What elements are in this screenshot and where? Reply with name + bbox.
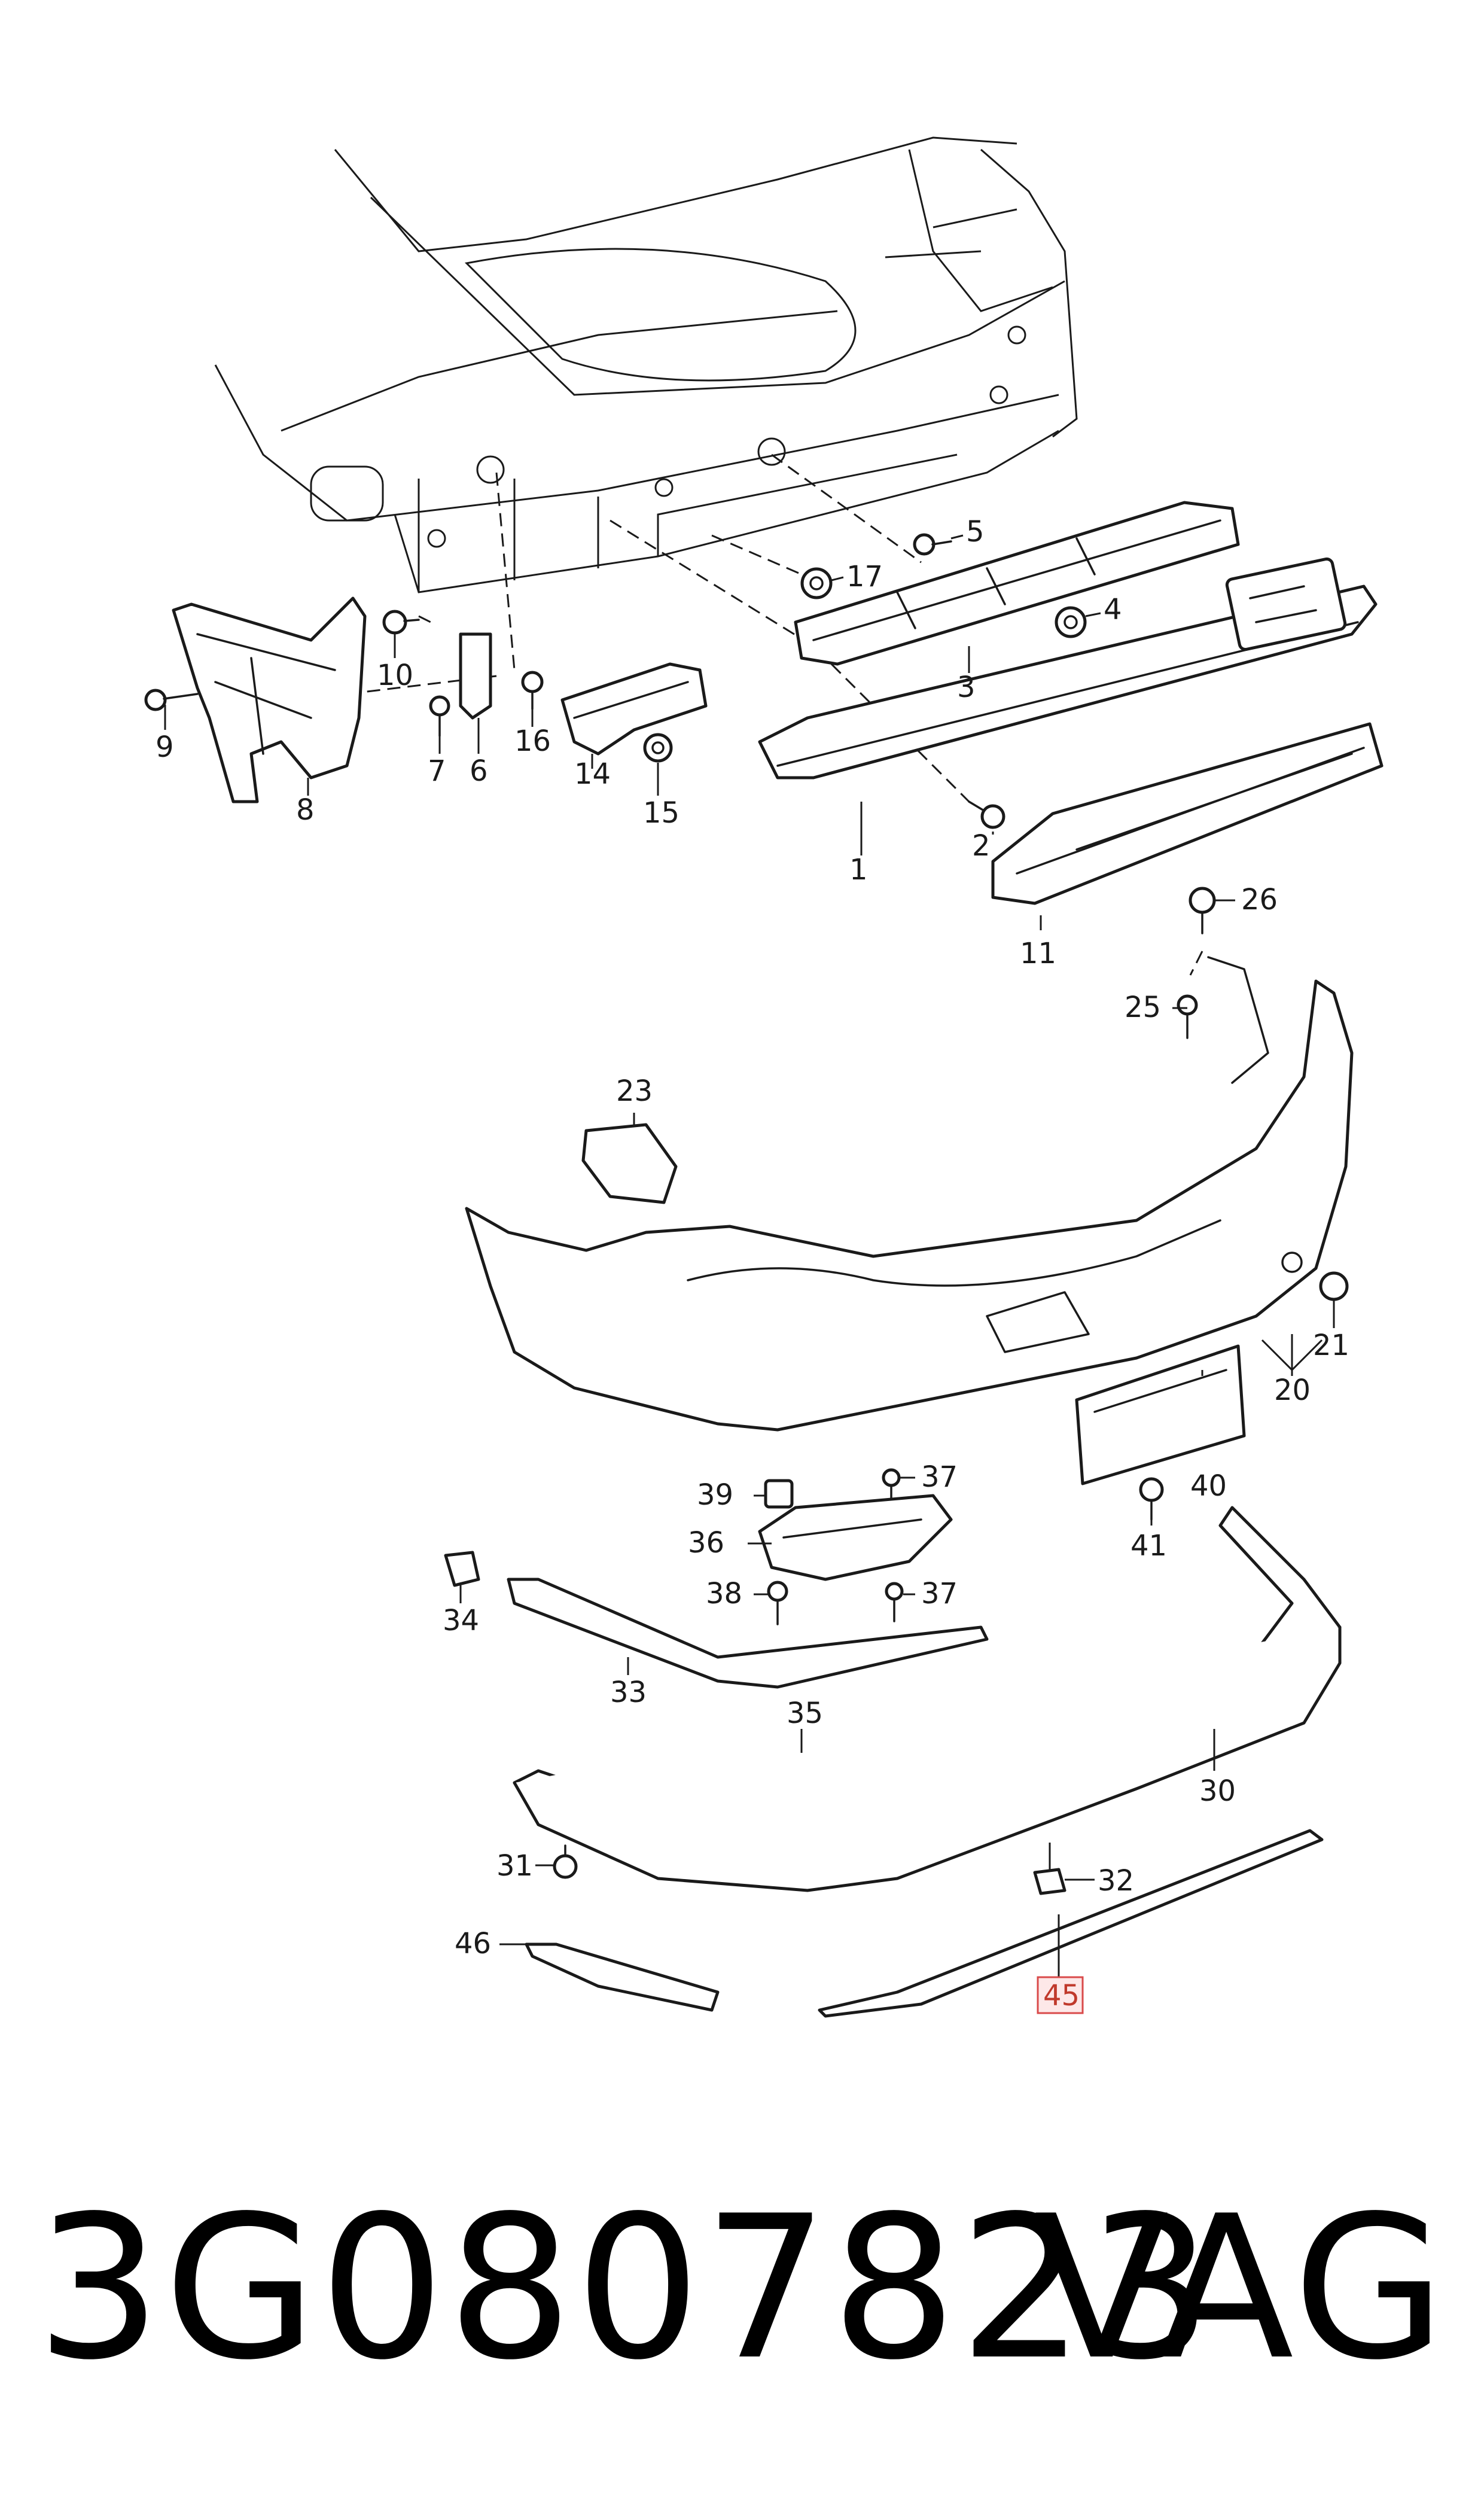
callout-45-highlight (1037, 1976, 1084, 2014)
callout-9: 9 (156, 730, 174, 764)
nut-4 (1055, 606, 1087, 638)
callout-45: 45 (1043, 1979, 1080, 2012)
callout-32: 32 (1098, 1864, 1134, 1898)
part-number: 3G0807823 (36, 2173, 1215, 2403)
part-45-moulding (818, 1829, 1324, 2018)
cap-21 (1319, 1271, 1349, 1301)
callout-15: 15 (643, 796, 679, 830)
callout-2: 2 (972, 829, 991, 863)
callout-1: 1 (849, 853, 868, 887)
callout-34: 34 (443, 1604, 479, 1637)
callout-16: 16 (514, 724, 551, 758)
diagram-canvas: 1 2 3 4 5 6 7 8 9 10 11 14 15 16 17 20 2… (144, 136, 1384, 2018)
callout-37-lower: 37 (921, 1577, 958, 1610)
part-46-trim-piece (525, 1942, 720, 2012)
bolt-16 (521, 671, 544, 710)
part-30-lower-valance (513, 1506, 1342, 1892)
vehicle-rear-body (214, 136, 1078, 593)
callout-21: 21 (1313, 1329, 1349, 1362)
callout-33: 33 (610, 1676, 647, 1709)
callout-4: 4 (1104, 593, 1122, 626)
callout-11: 11 (1020, 937, 1056, 970)
callout-14: 14 (574, 757, 611, 791)
bolt-2 (968, 800, 1005, 829)
callout-17: 17 (846, 560, 883, 593)
callout-labels: 1 2 3 4 5 6 7 8 9 10 11 14 15 16 17 20 2… (156, 515, 1349, 2014)
callout-26: 26 (1241, 883, 1278, 917)
bolt-5 (913, 533, 952, 556)
callout-6: 6 (470, 754, 488, 788)
callout-5: 5 (966, 515, 985, 549)
callout-8: 8 (296, 793, 315, 827)
screw-37-lower (885, 1582, 904, 1622)
part-8-left-bracket (172, 596, 367, 803)
clip-41 (1139, 1477, 1164, 1521)
bolt-9 (144, 689, 199, 711)
part-1-reinforcement-beam (758, 557, 1378, 780)
leader-lines (164, 534, 1335, 1977)
callout-30: 30 (1199, 1774, 1236, 1808)
brand-name: VAG (1034, 2173, 1448, 2403)
callout-20: 20 (1274, 1374, 1311, 1407)
part-33-trim-strip (507, 1578, 989, 1689)
callout-40: 40 (1190, 1469, 1227, 1503)
callout-35: 35 (787, 1697, 823, 1730)
callout-46: 46 (455, 1927, 491, 1960)
callout-10: 10 (377, 659, 413, 692)
callout-39: 39 (697, 1478, 733, 1512)
callout-36: 36 (688, 1526, 724, 1560)
clip-34 (444, 1551, 480, 1587)
callout-38: 38 (706, 1577, 742, 1610)
clip-39 (764, 1479, 794, 1509)
part-11-lower-absorber (991, 722, 1384, 905)
clip-32 (1033, 1868, 1066, 1895)
part-14-guide-bracket (560, 662, 708, 756)
callout-23: 23 (616, 1074, 653, 1108)
part-20-bumper-cover (465, 956, 1354, 1432)
grommet-17 (800, 567, 833, 599)
part-6-vertical-bracket (459, 632, 492, 720)
fasteners (144, 533, 1349, 1895)
part-40-plate-bracket (1075, 1344, 1246, 1485)
bolt-31 (553, 1844, 578, 1879)
bolt-38 (767, 1581, 788, 1625)
callout-3: 3 (957, 671, 976, 704)
callout-37-upper: 37 (921, 1460, 958, 1494)
bolt-10 (382, 610, 420, 635)
callout-7: 7 (428, 754, 446, 788)
part-3-energy-absorber (794, 501, 1240, 666)
part-36-lamp (758, 1494, 953, 1581)
bolt-25 (1177, 994, 1198, 1039)
nut-15 (643, 733, 673, 763)
callout-31: 31 (496, 1849, 533, 1883)
part-23-cover (581, 1123, 678, 1204)
exploded-parts-diagram: 1 2 3 4 5 6 7 8 9 10 11 14 15 16 17 20 2… (144, 136, 1384, 2018)
screw-37-upper (882, 1468, 901, 1509)
callout-25: 25 (1125, 991, 1161, 1024)
bolt-7 (429, 695, 450, 737)
callout-41: 41 (1130, 1529, 1167, 1563)
clip-26 (1189, 887, 1216, 934)
